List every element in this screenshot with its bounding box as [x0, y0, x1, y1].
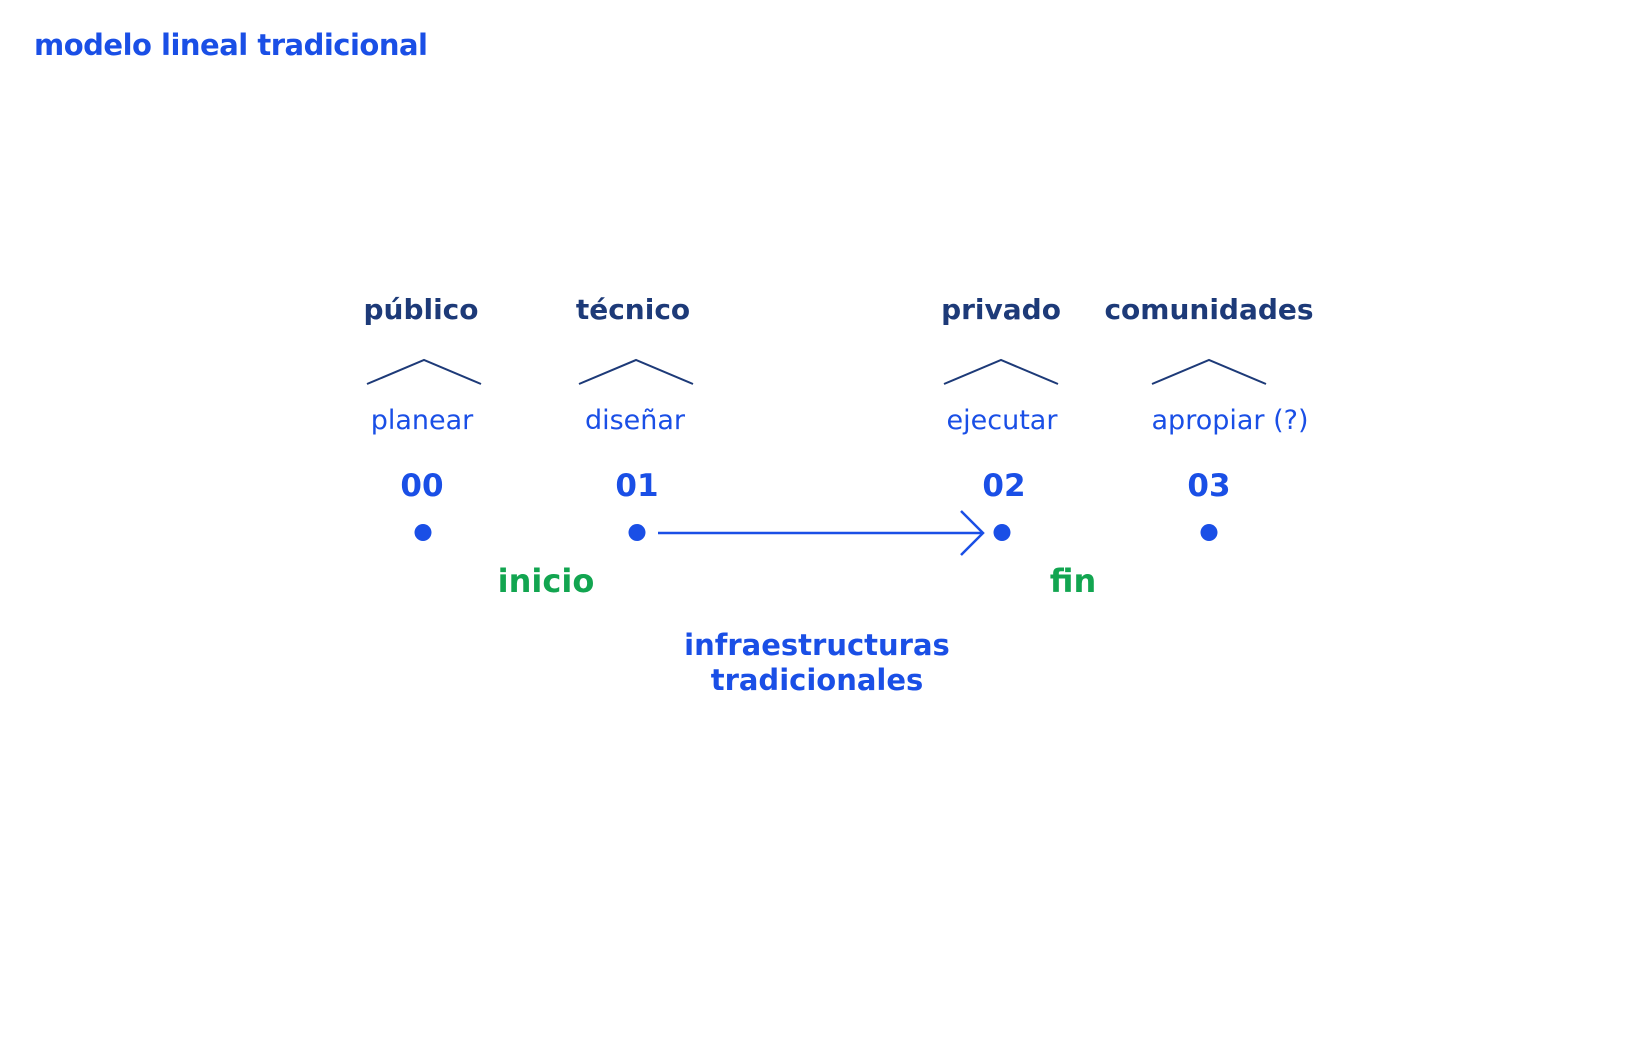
stage-01-dot [628, 524, 646, 541]
stage-03-verb: apropiar (?) [1151, 405, 1309, 436]
stage-00-caret [366, 358, 482, 385]
footnote-line-1: infraestructuras [684, 628, 950, 662]
diagram-title: modelo lineal tradicional [34, 28, 428, 62]
stage-02-dot [993, 524, 1011, 541]
start-marker: inicio [497, 562, 595, 600]
stage-01-actor: técnico [575, 293, 691, 326]
stage-03-number: 03 [1187, 468, 1231, 504]
stage-00-dot [414, 524, 432, 541]
footnote-label: infraestructuras tradicionales [684, 628, 950, 698]
stage-03-caret [1151, 358, 1267, 385]
stage-00-number: 00 [400, 468, 444, 504]
stage-03-actor: comunidades [1104, 293, 1314, 326]
stage-03-dot [1200, 524, 1218, 541]
stage-02-verb: ejecutar [946, 405, 1058, 436]
stage-01-verb: diseñar [584, 405, 686, 436]
stage-02-number: 02 [982, 468, 1026, 504]
stage-01-number: 01 [615, 468, 659, 504]
footnote-line-2: tradicionales [710, 663, 924, 697]
stage-01-caret [578, 358, 694, 385]
stage-02-actor: privado [941, 293, 1061, 326]
end-marker: fin [1049, 562, 1097, 600]
progress-arrow [658, 510, 985, 556]
stage-00-actor: público [363, 293, 479, 326]
stage-00-verb: planear [370, 405, 474, 436]
stage-02-caret [943, 358, 1059, 385]
